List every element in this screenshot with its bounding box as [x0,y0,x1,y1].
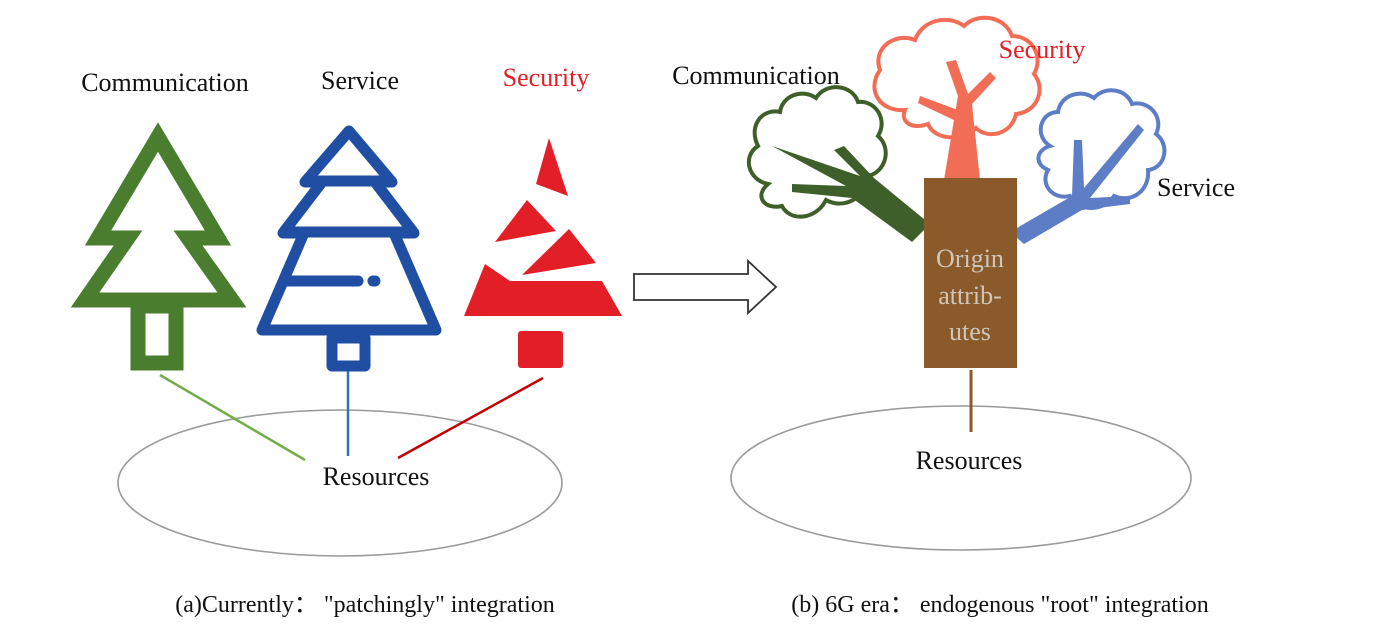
connector-security [397,376,544,460]
panel-b: Origin attrib- utes Communication Securi… [672,15,1235,618]
communication-canopy-icon [747,85,930,242]
communication-tree-icon [70,122,247,371]
resources-label-b: Resources [916,446,1023,475]
caption-b: (b) 6G era： endogenous "root" integratio… [791,592,1208,618]
trunk-line-3: utes [949,317,991,346]
resources-ellipse-b [730,405,1192,551]
panel-a: Communication Service Security Resources… [70,63,622,618]
service-label-a: Service [321,66,399,95]
communication-label-a: Communication [81,68,249,97]
right-outline-arrow-icon [633,258,778,316]
origin-trunk [924,178,1017,368]
security-label-a: Security [503,63,590,92]
resources-label-a: Resources [323,462,430,491]
service-label-b: Service [1157,173,1235,202]
trunk-line-1: Origin [936,244,1004,273]
communication-label-b: Communication [672,61,840,90]
caption-a: (a)Currently： "patchingly" integration [175,592,555,618]
connector-communication [159,373,306,462]
security-label-b: Security [999,35,1086,64]
security-tree-icon [464,138,622,368]
trunk-line-2: attrib- [938,281,1002,310]
service-tree-icon [256,125,442,372]
service-canopy-icon [1010,88,1167,244]
resources-ellipse-a [117,409,563,557]
security-canopy-icon [872,15,1042,180]
